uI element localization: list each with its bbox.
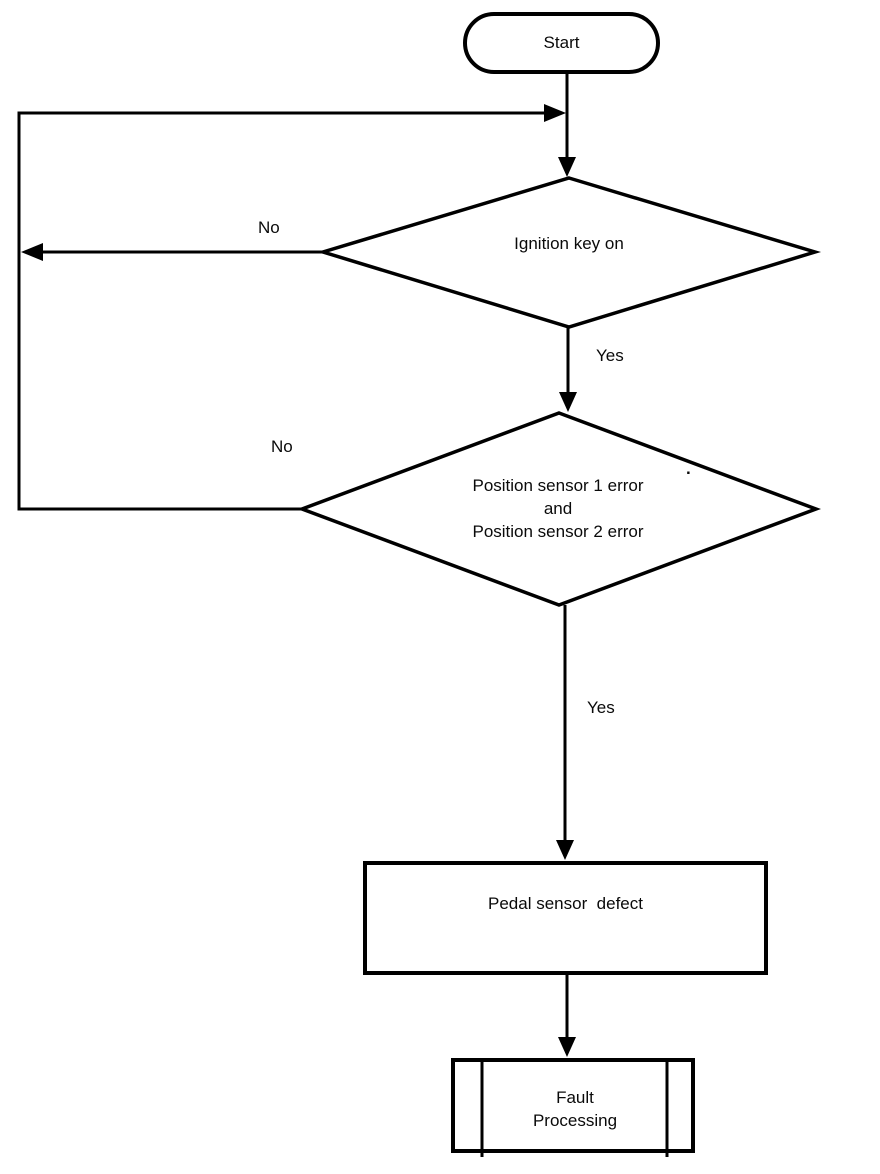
edge-label-sensor-yes: Yes xyxy=(587,698,615,717)
process-in-arrowhead-icon xyxy=(556,840,574,860)
decision-sensor-shape xyxy=(296,411,822,607)
subroutine-fault-processing-shape xyxy=(451,1058,695,1153)
decision-ignition-label: Ignition key on xyxy=(514,234,624,253)
decision-sensor-label: Position sensor 1 error and Position sen… xyxy=(447,474,669,543)
edge-label-ignition-yes: Yes xyxy=(596,346,624,365)
start-node-label: Start xyxy=(543,33,580,52)
start-node-shape xyxy=(463,12,660,74)
loop-join-arrowhead-icon xyxy=(544,104,566,122)
stray-dot-mark: . xyxy=(686,459,691,478)
ignition-in-arrowhead-icon xyxy=(558,157,576,177)
process-pedal-defect-label: Pedal sensor defect xyxy=(488,894,643,913)
process-pedal-defect-shape xyxy=(363,861,768,975)
edge-sensor-no-loop-line xyxy=(17,111,546,511)
ignition-no-arrowhead-icon xyxy=(21,243,43,261)
edge-label-ignition-no: No xyxy=(258,218,280,237)
subroutine-label-line2: Processing xyxy=(532,1111,618,1130)
subroutine-label-line1: Fault xyxy=(556,1088,594,1107)
decision-sensor-label-line1: Position sensor 1 error xyxy=(472,476,644,495)
sensor-in-arrowhead-icon xyxy=(559,392,577,412)
edge-label-sensor-no: No xyxy=(271,437,293,456)
subroutine-fault-processing-label: Fault Processing xyxy=(483,1086,667,1132)
decision-sensor-label-line3: Position sensor 2 error xyxy=(472,522,644,541)
decision-sensor-label-line2: and xyxy=(543,499,573,518)
fault-in-arrowhead-icon xyxy=(558,1037,576,1057)
